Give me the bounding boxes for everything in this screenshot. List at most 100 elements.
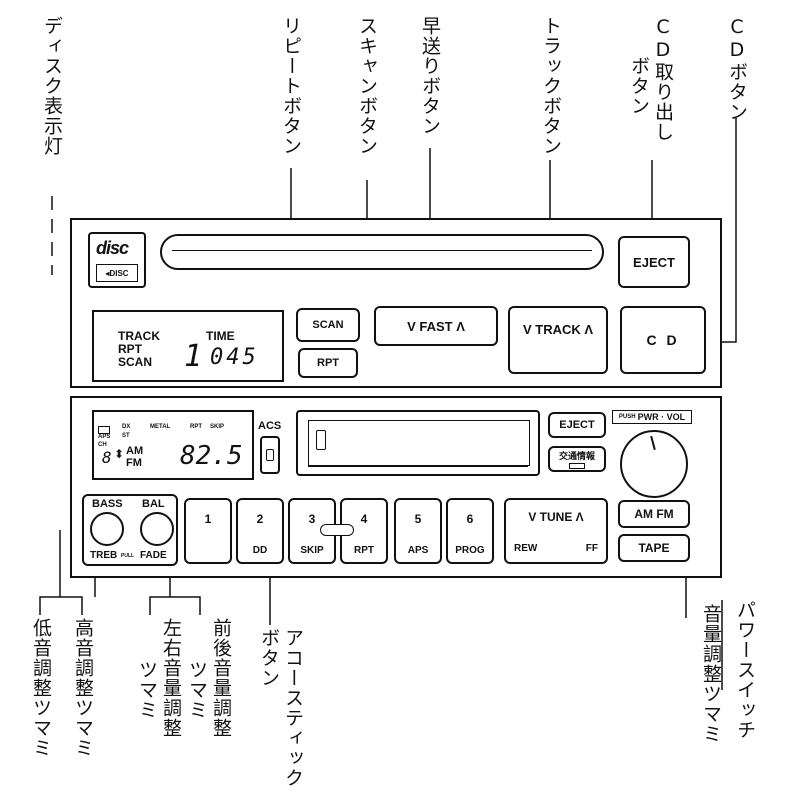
- leader-bass-treble-bracket: [39, 596, 83, 615]
- cd-button[interactable]: C D: [620, 306, 706, 374]
- repeat-button[interactable]: RPT: [298, 348, 358, 378]
- preset-3-sub: SKIP: [300, 545, 324, 556]
- callout-eject-line1: CD取り出し: [652, 16, 674, 142]
- disc-arrow-icon: ◂: [105, 268, 110, 278]
- treb-label: TREB: [90, 550, 118, 561]
- preset-6-num: 6: [466, 512, 474, 526]
- callout-power-line1: パワースイッチ: [734, 600, 756, 740]
- pwr-vol-label: PWR · VOL: [637, 412, 686, 422]
- callout-fade-line2: ツマミ: [186, 660, 208, 720]
- preset-4-num: 4: [360, 512, 368, 526]
- rew-label: REW: [514, 543, 538, 554]
- disp-dx: DX: [122, 424, 131, 430]
- preset-link-oval: [320, 524, 354, 536]
- cd-unit-panel: [70, 218, 722, 388]
- callout-fast-button: 早送りボタン: [419, 16, 441, 136]
- radio-display: DX METAL RPT SKIP APS ST CH 8 ⬍ AM FM 82…: [92, 410, 254, 480]
- disp-metal: METAL: [150, 424, 171, 430]
- tune-button[interactable]: V TUNE Λ REW FF: [504, 498, 608, 564]
- disp-st: ST: [122, 433, 130, 439]
- acs-button[interactable]: [260, 436, 280, 474]
- preset-1-num: 1: [204, 512, 212, 526]
- cd-slot-line: [172, 250, 592, 251]
- preset-2-num: 2: [256, 512, 264, 526]
- display-time-label: TIME: [206, 329, 235, 343]
- callout-cd-button: CDボタン: [726, 16, 748, 122]
- pull-label: PULL: [121, 553, 135, 559]
- preset-3-num: 3: [308, 512, 316, 526]
- tape-base-line: [308, 466, 528, 467]
- disp-ch: CH: [98, 442, 107, 448]
- traffic-info-button[interactable]: 交通情報: [548, 446, 606, 472]
- callout-scan-button: スキャンボタン: [356, 16, 378, 156]
- display-time-value: 045: [210, 345, 259, 370]
- traffic-info-indicator: [569, 463, 585, 469]
- cd-eject-button[interactable]: EJECT: [618, 236, 690, 288]
- disc-small-label: ◂DISC: [96, 264, 138, 282]
- display-rpt-label: RPT: [118, 342, 142, 356]
- power-volume-knob[interactable]: [620, 430, 688, 498]
- callout-bass-knob: 低音調整ツマミ: [30, 618, 52, 758]
- disp-rpt: RPT: [190, 424, 202, 430]
- pwr-vol-label-box: PUSH PWR · VOL: [612, 410, 692, 424]
- disc-indicator: disc ◂DISC: [88, 232, 146, 288]
- disp-skip: SKIP: [210, 424, 225, 430]
- updown-arrow-icon: ⬍: [114, 447, 125, 461]
- dolby-icon: [98, 426, 110, 434]
- preset-5-sub: APS: [407, 545, 429, 556]
- tape-door: [308, 420, 530, 466]
- am-fm-button[interactable]: AM FM: [618, 500, 690, 528]
- bass-label: BASS: [92, 498, 123, 510]
- preset-6-sub: PROG: [455, 545, 485, 556]
- callout-bal-line2: ツマミ: [136, 660, 158, 720]
- callout-acs-line1: アコースティック: [282, 628, 304, 788]
- acs-label: ACS: [258, 420, 282, 432]
- display-track-label: TRACK: [118, 329, 160, 343]
- tape-mark: [316, 430, 326, 450]
- disp-aps: APS: [98, 434, 111, 440]
- scan-button[interactable]: SCAN: [296, 308, 360, 342]
- disp-fm: FM: [126, 457, 142, 469]
- preset-5-num: 5: [414, 512, 422, 526]
- tape-slot: [296, 410, 540, 476]
- ff-label: FF: [585, 543, 598, 554]
- display-scan-label: SCAN: [118, 355, 153, 369]
- tape-eject-button[interactable]: EJECT: [548, 412, 606, 438]
- disc-small-text: DISC: [109, 268, 129, 278]
- cd-slot: [160, 234, 604, 270]
- callout-bal-line1: 左右音量調整: [160, 618, 182, 738]
- callout-disc-indicator: ディスク表示灯: [41, 16, 63, 156]
- track-button[interactable]: V TRACK Λ: [508, 306, 608, 374]
- display-track-number: 1: [184, 339, 203, 374]
- fast-button[interactable]: V FAST Λ: [374, 306, 498, 346]
- callout-eject-line2: ボタン: [628, 56, 650, 116]
- preset-button-1[interactable]: 1: [184, 498, 232, 564]
- bass-treble-knob[interactable]: [90, 512, 124, 546]
- leader-bal-fade-bracket: [149, 596, 201, 615]
- bal-label: BAL: [142, 498, 165, 510]
- knob-indicator: [650, 436, 656, 450]
- fade-label: FADE: [140, 550, 167, 561]
- acs-button-mark: [266, 449, 274, 461]
- callout-acs-line2: ボタン: [258, 628, 280, 688]
- preset-2-sub: DD: [252, 545, 268, 556]
- callout-power-line2: 音量調整ツマミ: [700, 604, 722, 744]
- bal-fade-knob[interactable]: [140, 512, 174, 546]
- tune-label: V TUNE Λ: [528, 510, 584, 524]
- cd-display: TRACK RPT SCAN TIME 1 045: [92, 310, 284, 382]
- push-label: PUSH: [618, 414, 636, 420]
- tape-button[interactable]: TAPE: [618, 534, 690, 562]
- callout-fade-line1: 前後音量調整: [210, 618, 232, 738]
- callout-treble-knob: 高音調整ツマミ: [72, 618, 94, 758]
- callout-track-button: トラックボタン: [540, 16, 562, 156]
- traffic-info-label: 交通情報: [558, 451, 595, 461]
- preset-4-sub: RPT: [354, 545, 374, 556]
- disp-am: AM: [126, 445, 144, 457]
- disp-frequency: 82.5: [180, 441, 243, 471]
- disc-logo: disc: [96, 238, 129, 258]
- rew-ff-row: REW FF: [514, 543, 598, 554]
